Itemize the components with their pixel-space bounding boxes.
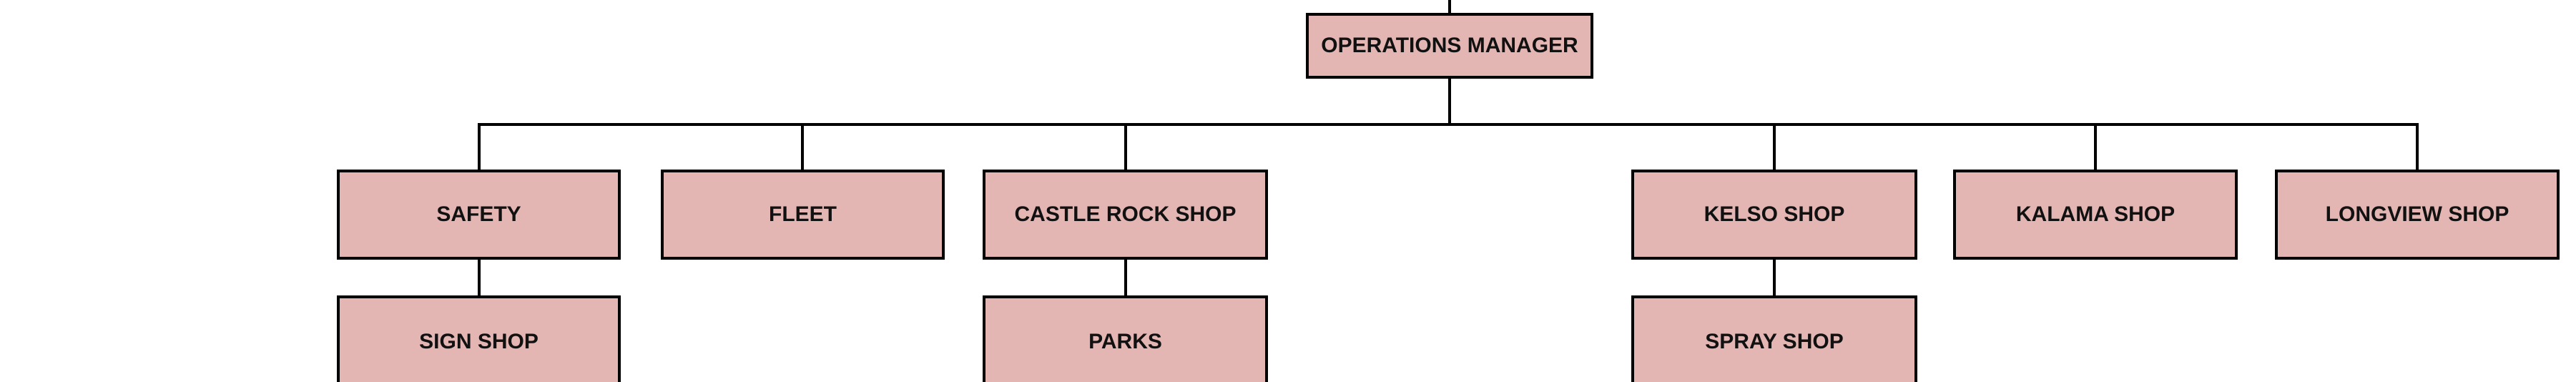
org-box-spray-shop: SPRAY SHOP [1631, 295, 1917, 382]
org-box-parks: PARKS [983, 295, 1268, 382]
connector-drop-fleet [801, 126, 804, 170]
org-box-label: SAFETY [436, 202, 521, 226]
connector-horizontal-bar [478, 123, 2419, 126]
org-box-kalama-shop: KALAMA SHOP [1953, 170, 2238, 260]
org-box-label: CASTLE ROCK SHOP [1014, 202, 1237, 226]
org-box-longview-shop: LONGVIEW SHOP [2275, 170, 2560, 260]
org-box-label: FLEET [769, 202, 837, 226]
connector-root-drop [1448, 79, 1451, 123]
org-box-castle-rock-shop: CASTLE ROCK SHOP [983, 170, 1268, 260]
org-box-label: LONGVIEW SHOP [2325, 202, 2509, 226]
org-box-label: KELSO SHOP [1704, 202, 1845, 226]
org-box-kelso-shop: KELSO SHOP [1631, 170, 1917, 260]
connector-drop-kalama-shop [2094, 126, 2097, 170]
connector-safety-to-sign-shop [478, 260, 481, 295]
org-box-safety: SAFETY [337, 170, 621, 260]
connector-drop-longview-shop [2416, 126, 2419, 170]
connector-drop-safety [478, 126, 481, 170]
connector-castle-rock-to-parks [1124, 260, 1127, 295]
connector-top-stub [1448, 0, 1451, 13]
connector-kelso-to-spray-shop [1773, 260, 1776, 295]
org-box-label: SIGN SHOP [419, 330, 539, 353]
org-box-label: KALAMA SHOP [2015, 202, 2176, 226]
org-box-fleet: FLEET [661, 170, 945, 260]
org-box-label: SPRAY SHOP [1705, 330, 1844, 353]
connector-drop-castle-rock-shop [1124, 126, 1127, 170]
org-box-label: OPERATIONS MANAGER [1321, 34, 1578, 57]
org-box-label: PARKS [1088, 330, 1162, 353]
org-box-operations-manager: OPERATIONS MANAGER [1306, 13, 1593, 79]
connector-drop-kelso-shop [1773, 126, 1776, 170]
org-box-sign-shop: SIGN SHOP [337, 295, 621, 382]
